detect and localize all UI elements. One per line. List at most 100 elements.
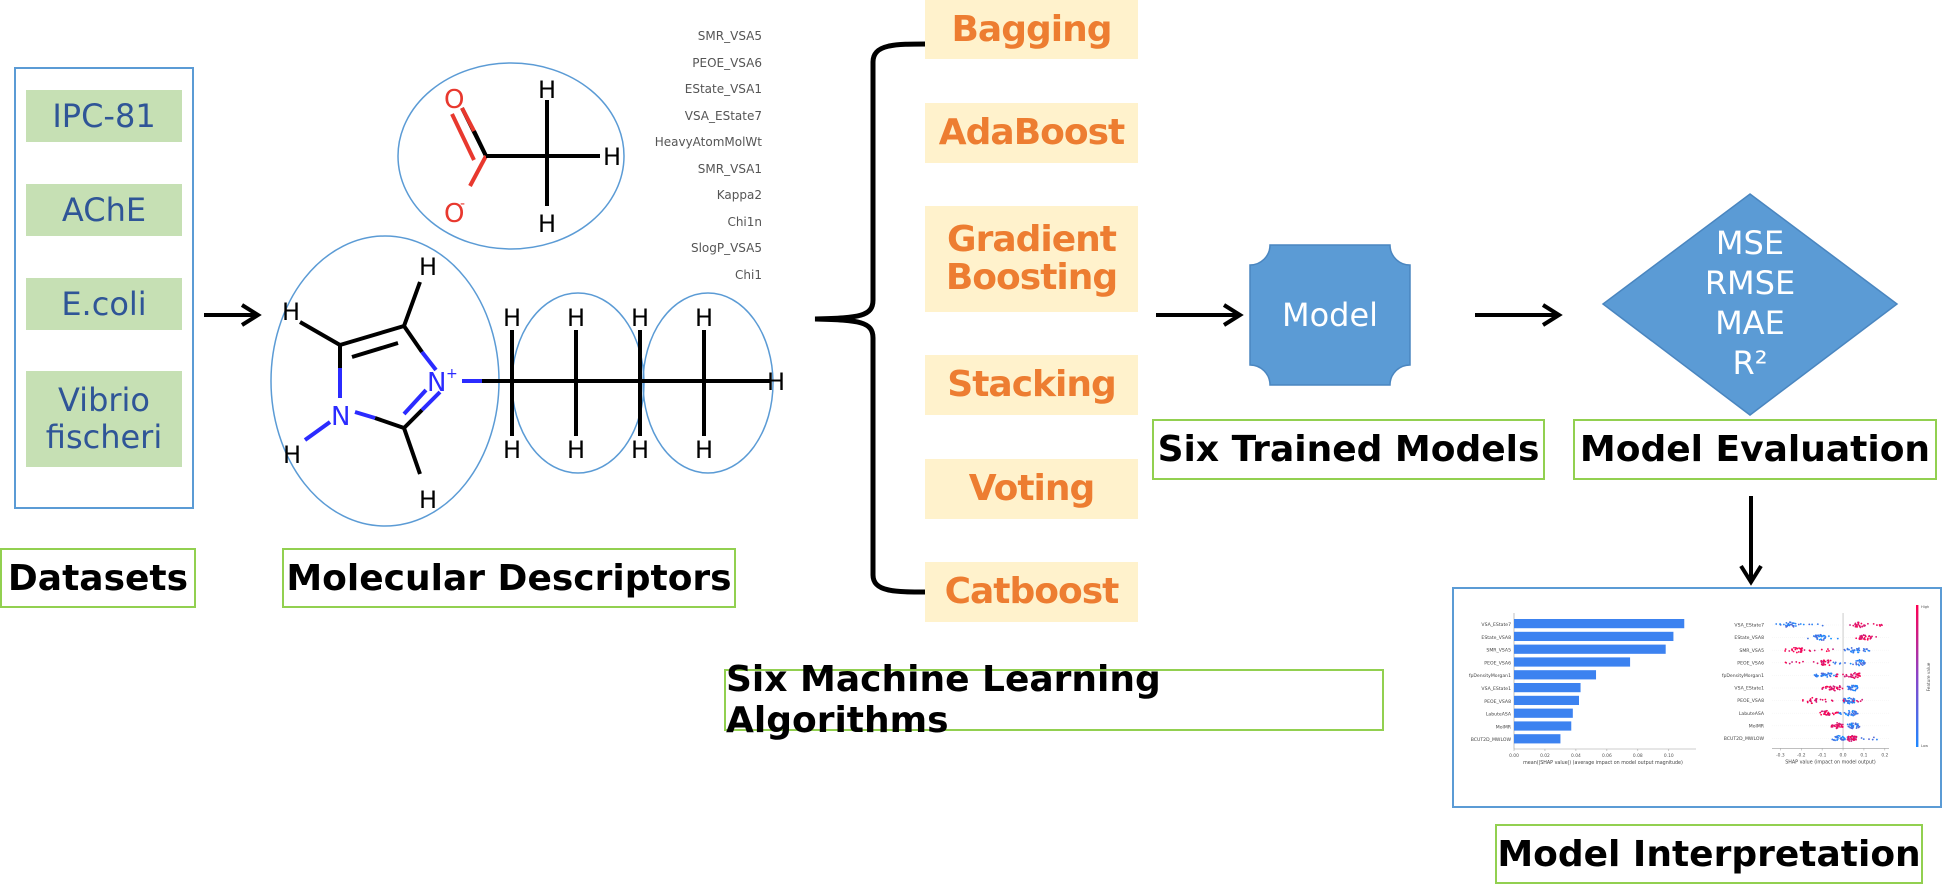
shap-point — [1824, 698, 1827, 701]
shap-point — [1835, 723, 1838, 726]
shap-point — [1865, 648, 1868, 651]
shap-point — [1842, 700, 1845, 703]
atom-h: H — [419, 253, 437, 281]
shap-point — [1836, 722, 1839, 724]
atom-h: H — [567, 436, 585, 464]
bar-category-label: PEOE_VSA8 — [1484, 699, 1511, 705]
shap-point — [1868, 738, 1870, 741]
bar-VSA_EState1 — [1514, 683, 1581, 693]
shap-point — [1802, 698, 1804, 701]
shap-point — [1849, 723, 1852, 726]
shap-point — [1816, 623, 1819, 626]
dataset-vibrio-fischeri: Vibrio fischeri — [26, 371, 182, 467]
shap-point — [1838, 662, 1841, 665]
shap-point — [1861, 664, 1864, 667]
shap-point — [1828, 650, 1830, 652]
shap-point — [1799, 623, 1802, 625]
shap-point — [1852, 724, 1855, 727]
shap-point — [1858, 624, 1861, 627]
bar-x-tick-label: 0.02 — [1540, 753, 1550, 759]
shap-point — [1843, 697, 1846, 700]
descriptor-feature-label: SlogP_VSA5 — [690, 241, 762, 255]
shap-point — [1854, 722, 1857, 725]
atom-h: H — [282, 298, 300, 326]
metric-rmse: RMSE — [1705, 264, 1795, 302]
bar-category-label: BCUT2D_MWLOW — [1471, 737, 1512, 743]
shap-point — [1784, 661, 1787, 664]
shap-point — [1832, 648, 1834, 651]
shap-point — [1827, 635, 1830, 638]
shap-point — [1851, 711, 1854, 714]
shap-point — [1828, 688, 1831, 691]
model-node-label: Model — [1282, 296, 1378, 334]
shap-point — [1822, 639, 1825, 641]
shap-point — [1852, 709, 1854, 712]
bar-category-label: SMR_VSA5 — [1486, 648, 1511, 654]
shap-point — [1802, 623, 1805, 626]
shap-point — [1824, 713, 1827, 716]
atom-h: H — [631, 436, 649, 464]
atom-oxygen-single: O — [444, 199, 464, 229]
shap-point — [1855, 736, 1858, 739]
shap-point — [1806, 700, 1809, 703]
bar-category-label: EState_VSA8 — [1481, 635, 1511, 641]
shap-point — [1850, 673, 1852, 676]
shap-point — [1864, 634, 1867, 637]
algorithm-stacking: Stacking — [925, 355, 1138, 415]
shap-point — [1839, 711, 1842, 714]
shap-point — [1848, 702, 1851, 705]
datasets-label: Datasets — [0, 548, 196, 608]
shap-point — [1820, 659, 1823, 662]
bar-x-tick-label: 0.08 — [1633, 753, 1643, 759]
shap-point — [1822, 686, 1825, 689]
shap-point — [1841, 723, 1844, 726]
shap-point — [1832, 713, 1835, 716]
shap-point — [1848, 711, 1851, 714]
atom-oxygen-double: O — [444, 85, 464, 115]
shap-point — [1875, 636, 1878, 638]
shap-point — [1850, 701, 1853, 704]
shap-point — [1856, 723, 1859, 725]
shap-point — [1826, 676, 1829, 678]
shap-point — [1841, 687, 1844, 690]
shap-point — [1799, 651, 1802, 654]
shap-point — [1830, 699, 1833, 702]
shap-point — [1795, 661, 1798, 663]
shap-point — [1784, 650, 1787, 652]
shap-point — [1831, 738, 1834, 741]
shap-point — [1821, 698, 1824, 701]
shap-point — [1842, 736, 1845, 739]
atom-h: H — [631, 304, 649, 332]
shap-point — [1835, 711, 1838, 714]
shap-point — [1876, 738, 1878, 741]
shap-point — [1871, 635, 1873, 638]
shap-point — [1862, 649, 1865, 652]
shap-point — [1850, 727, 1853, 730]
shap-point — [1855, 663, 1858, 666]
shap-point — [1844, 662, 1846, 664]
shap-x-tick-label: -0.2 — [1797, 752, 1806, 758]
shap-point — [1836, 738, 1839, 741]
shap-point — [1819, 711, 1822, 714]
shap-point — [1847, 685, 1850, 688]
shap-point — [1844, 675, 1846, 678]
shap-point — [1852, 676, 1855, 679]
shap-point — [1867, 649, 1870, 652]
shap-point — [1822, 634, 1825, 637]
shap-point — [1861, 698, 1864, 701]
shap-point — [1827, 672, 1830, 674]
shap-point — [1814, 635, 1816, 638]
shap-feature-label: fpDensityMorgan1 — [1722, 673, 1764, 679]
molecular-descriptors-label: Molecular Descriptors — [282, 548, 736, 608]
algorithm-adaboost: AdaBoost — [925, 103, 1138, 163]
shap-point — [1863, 637, 1866, 639]
shap-point — [1836, 675, 1838, 678]
bar-BCUT2D_MWLOW — [1514, 734, 1561, 744]
shap-point — [1812, 660, 1815, 663]
shap-x-axis-label: SHAP value (impact on model output) — [1785, 759, 1876, 765]
shap-point — [1788, 650, 1791, 652]
shap-point — [1855, 711, 1857, 713]
shap-point — [1821, 624, 1824, 627]
shap-point — [1830, 637, 1832, 640]
